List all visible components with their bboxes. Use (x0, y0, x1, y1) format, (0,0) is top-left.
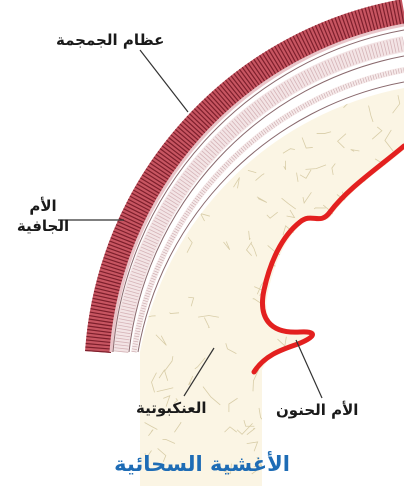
web-strand (152, 88, 160, 96)
web-strand (222, 173, 228, 176)
web-strand (151, 86, 158, 96)
arachnoid-label: العنكبوتية (136, 398, 206, 418)
skull-label: عظام الجمجمة (56, 30, 164, 50)
web-strand (147, 127, 159, 143)
web-strand (166, 82, 175, 93)
web-strand (175, 81, 190, 97)
web-strand (159, 92, 176, 105)
pia-label: الأم الحنون (276, 400, 358, 420)
web-strand (144, 106, 152, 124)
dura-label-line2: الجافية (8, 216, 78, 236)
web-strand (128, 383, 133, 398)
dura-label-line1: الأم (8, 196, 78, 216)
figure-caption: الأغشية السحائية (0, 450, 404, 478)
web-strand (131, 165, 137, 175)
web-strand (135, 103, 152, 107)
dura-label: الأم الجافية (8, 196, 78, 236)
web-strand (120, 153, 135, 164)
skull-leader (140, 50, 188, 112)
web-strand (150, 140, 152, 145)
